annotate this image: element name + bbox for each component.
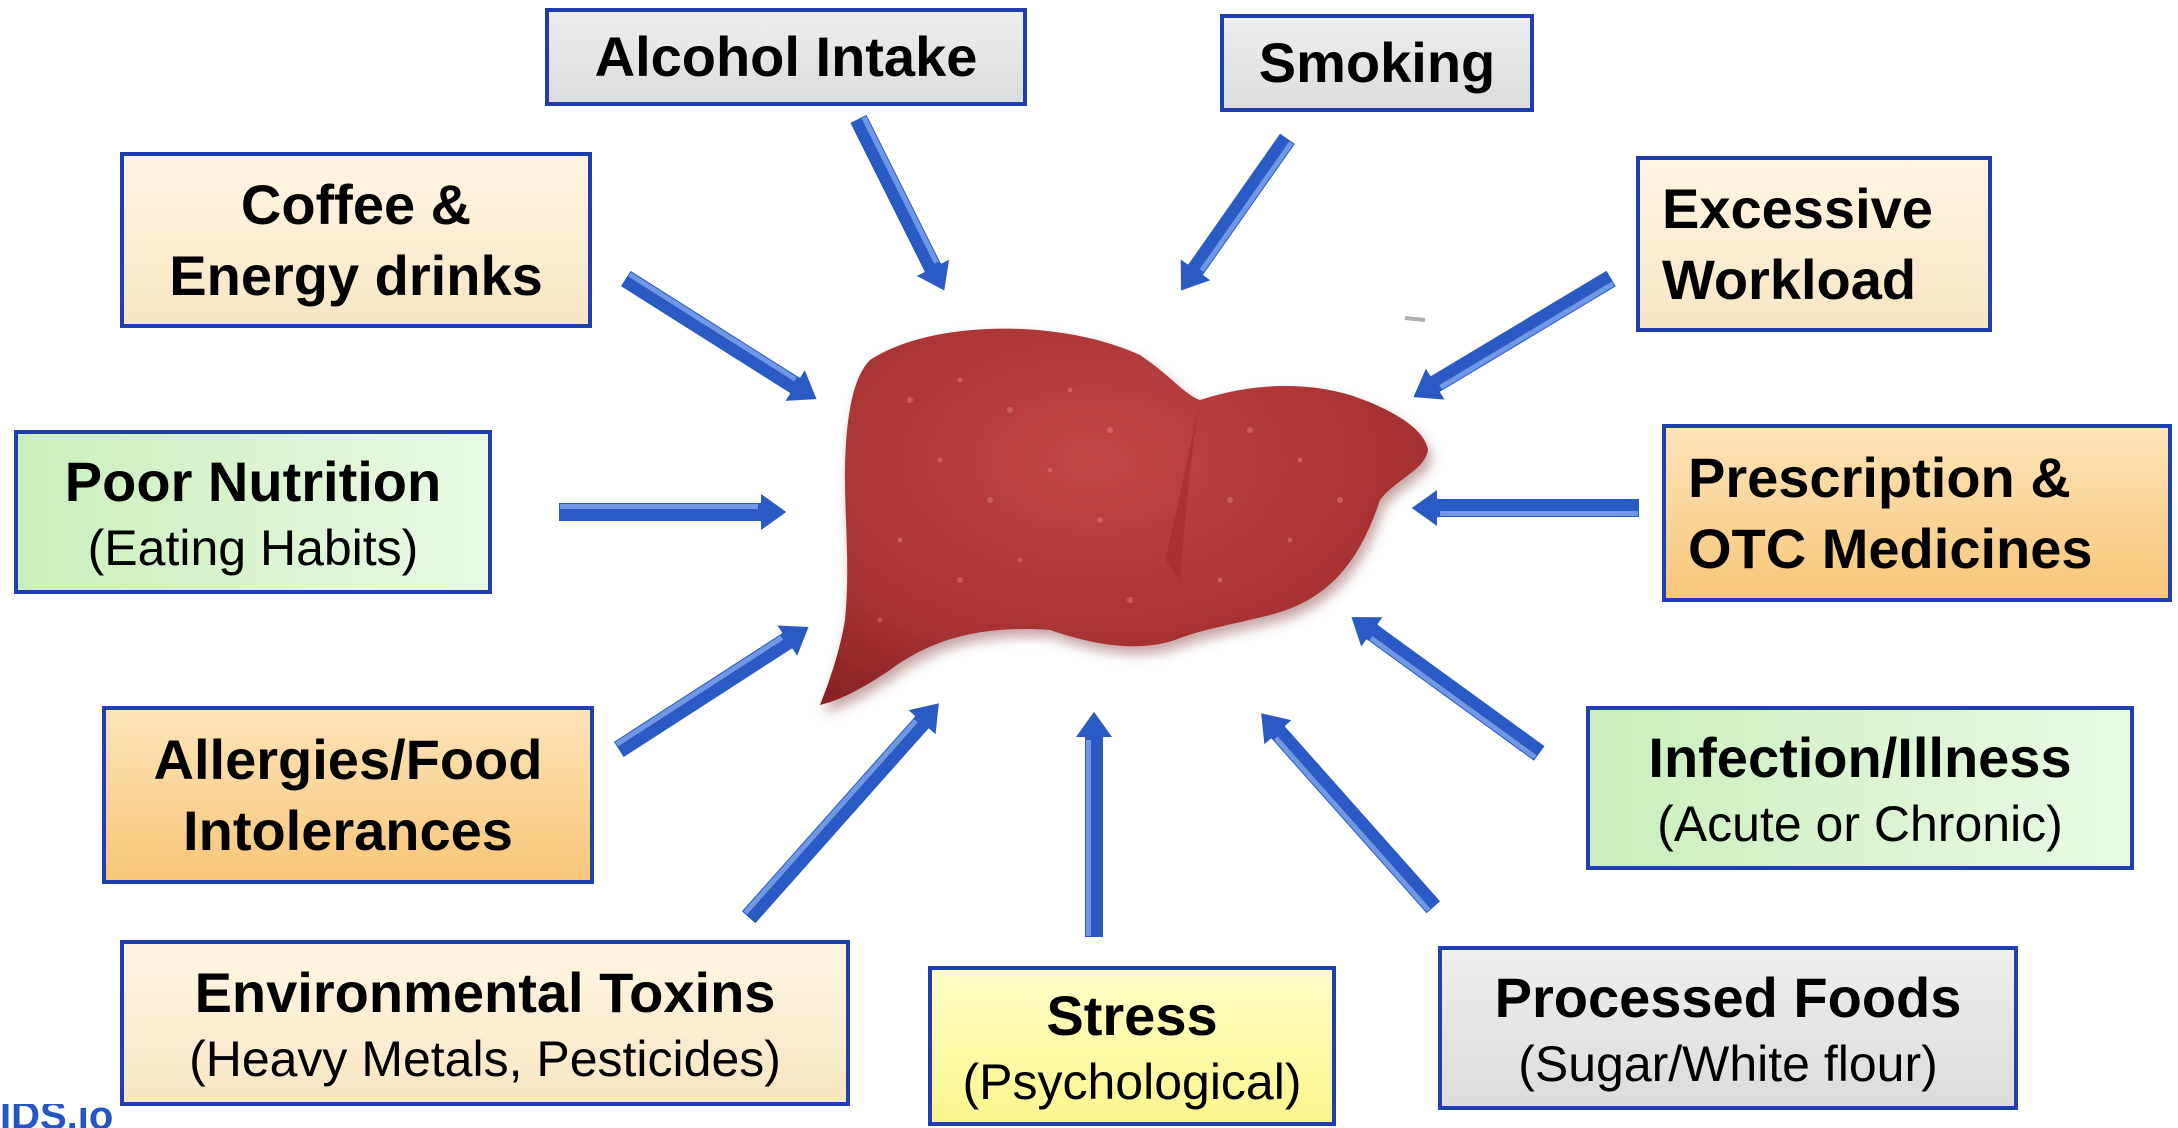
factor-processed-subtitle: (Sugar/White flour): [1518, 1034, 1938, 1094]
factor-nutrition-subtitle: (Eating Habits): [88, 518, 419, 578]
arrow-allergies: [607, 609, 821, 767]
arrow-coffee: [614, 261, 828, 417]
factor-allergies-title: Allergies/Food Intolerances: [154, 724, 543, 866]
arrow-workload: [1402, 261, 1623, 415]
arrow-nutrition: [558, 492, 788, 532]
factor-infection-illness: Infection/Illness (Acute or Chronic): [1586, 706, 2134, 870]
logo-text: IDS.io: [0, 1104, 113, 1128]
tick-mark: [1405, 318, 1425, 320]
factor-toxins-title: Environmental Toxins: [195, 957, 776, 1028]
factor-prescription-otc-medicines: Prescription & OTC Medicines: [1662, 424, 2172, 602]
factor-smoking-title: Smoking: [1259, 27, 1495, 98]
liver-icon: [820, 329, 1428, 705]
factor-processed-title: Processed Foods: [1495, 962, 1962, 1033]
factor-coffee-title: Coffee & Energy drinks: [169, 169, 542, 311]
factor-medicines-title: Prescription & OTC Medicines: [1688, 442, 2093, 584]
factor-stress: Stress (Psychological): [928, 966, 1336, 1126]
arrow-smoking: [1164, 127, 1305, 304]
arrow-infection: [1338, 600, 1552, 770]
arrow-processed: [1245, 699, 1449, 922]
arrow-toxins: [733, 689, 955, 932]
factor-infection-subtitle: (Acute or Chronic): [1657, 794, 2063, 854]
factor-infection-title: Infection/Illness: [1648, 722, 2071, 793]
factor-stress-title: Stress: [1046, 980, 1217, 1051]
factor-excessive-workload: Excessive Workload: [1636, 156, 1992, 332]
factor-stress-subtitle: (Psychological): [962, 1052, 1301, 1112]
factor-allergies-food-intolerances: Allergies/Food Intolerances: [102, 706, 594, 884]
factor-alcohol-intake: Alcohol Intake: [545, 8, 1027, 106]
arrow-stress: [1074, 710, 1114, 938]
factor-smoking: Smoking: [1220, 14, 1534, 112]
factor-coffee-energy-drinks: Coffee & Energy drinks: [120, 152, 592, 328]
arrow-medicines: [1410, 488, 1640, 528]
factor-toxins-subtitle: (Heavy Metals, Pesticides): [189, 1029, 781, 1089]
factor-processed-foods: Processed Foods (Sugar/White flour): [1438, 946, 2018, 1110]
factor-nutrition-title: Poor Nutrition: [65, 446, 441, 517]
arrow-alcohol: [840, 109, 963, 301]
factor-poor-nutrition: Poor Nutrition (Eating Habits): [14, 430, 492, 594]
factor-workload-title: Excessive Workload: [1662, 173, 1933, 315]
factor-alcohol-title: Alcohol Intake: [595, 21, 978, 92]
factor-environmental-toxins: Environmental Toxins (Heavy Metals, Pest…: [120, 940, 850, 1106]
